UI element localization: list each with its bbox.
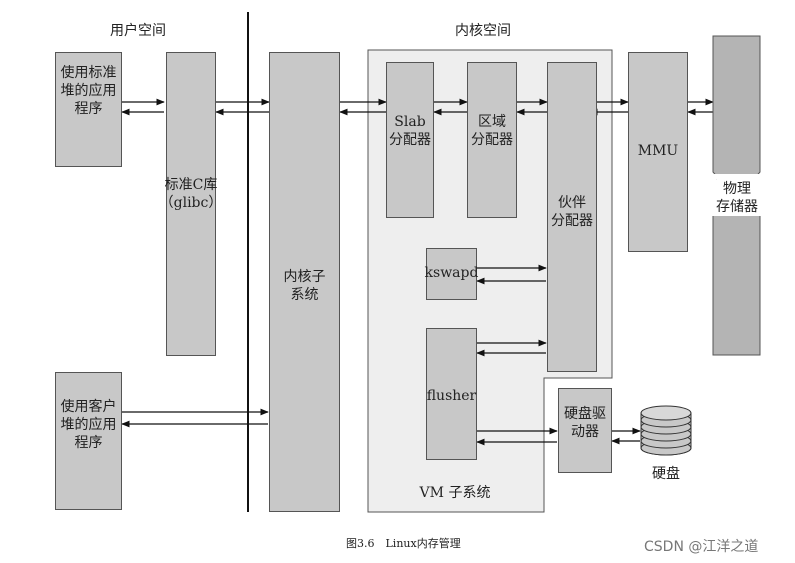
label-line: 伙伴 [558, 195, 586, 211]
disk-icon [640, 405, 692, 456]
slab-allocator-label: Slab 分配器 [383, 113, 437, 149]
label-line: 分配器 [471, 132, 513, 148]
label-line: 程序 [74, 101, 103, 117]
kernel-space-header: 内核空间 [455, 23, 511, 39]
label-line: 内核子 [283, 269, 326, 285]
std-c-library-box [166, 52, 216, 356]
buddy-allocator-box [547, 62, 597, 372]
watermark: CSDN @江洋之道 [644, 539, 759, 555]
slab-allocator-box [386, 62, 434, 218]
user-app-standard-heap-label: 使用标准 堆的应用 程序 [55, 64, 122, 118]
label-line: 程序 [74, 435, 103, 451]
label-line: MMU [637, 143, 679, 159]
flusher-box [426, 328, 477, 460]
label-line: 系统 [290, 287, 319, 303]
label-line: Slab [394, 114, 426, 130]
kswapd-label: kswapd [421, 264, 482, 282]
label-line: 堆的应用 [60, 417, 117, 433]
label-line: 分配器 [389, 132, 431, 148]
label-line: 使用客户 [60, 399, 117, 415]
mmu-box [628, 52, 688, 252]
disk-driver-box [558, 388, 612, 473]
label-line: 使用标准 [60, 65, 117, 81]
user-space-header: 用户空间 [110, 23, 166, 39]
label-line: flusher [426, 388, 477, 404]
flusher-label: flusher [421, 387, 482, 405]
physical-memory-label: 物理 存储器 [708, 180, 766, 216]
label-line: 分配器 [551, 213, 593, 229]
user-app-custom-heap-label: 使用客户 堆的应用 程序 [55, 398, 122, 452]
std-c-library-label: 标准C库 （glibc） [156, 176, 226, 212]
label-line: 存储器 [716, 199, 758, 215]
disk-label: 硬盘 [641, 465, 691, 483]
disk-driver-label: 硬盘驱 动器 [553, 405, 617, 441]
label-line: 硬盘驱 [564, 406, 606, 422]
vm-subsystem-label: VM 子系统 [419, 485, 491, 501]
buddy-allocator-label: 伙伴 分配器 [544, 194, 600, 230]
label-line: kswapd [424, 265, 479, 281]
label-line: 硬盘 [652, 466, 680, 482]
mmu-label: MMU [628, 142, 688, 160]
label-line: （glibc） [159, 195, 223, 211]
label-line: 物理 [723, 181, 751, 197]
label-line: 堆的应用 [60, 83, 117, 99]
kernel-subsystem-label: 内核子 系统 [269, 268, 340, 304]
kernel-subsystem-box [269, 52, 340, 512]
zone-allocator-box [467, 62, 517, 218]
label-line: 标准C库 [164, 177, 218, 193]
zone-allocator-label: 区域 分配器 [464, 113, 520, 149]
kswapd-box [426, 248, 477, 300]
label-line: 动器 [571, 424, 599, 440]
user-app-standard-heap [55, 52, 122, 167]
user-app-custom-heap [55, 372, 122, 510]
label-line: 区域 [478, 114, 506, 130]
figure-caption: 图3.6 Linux内存管理 [346, 537, 461, 550]
